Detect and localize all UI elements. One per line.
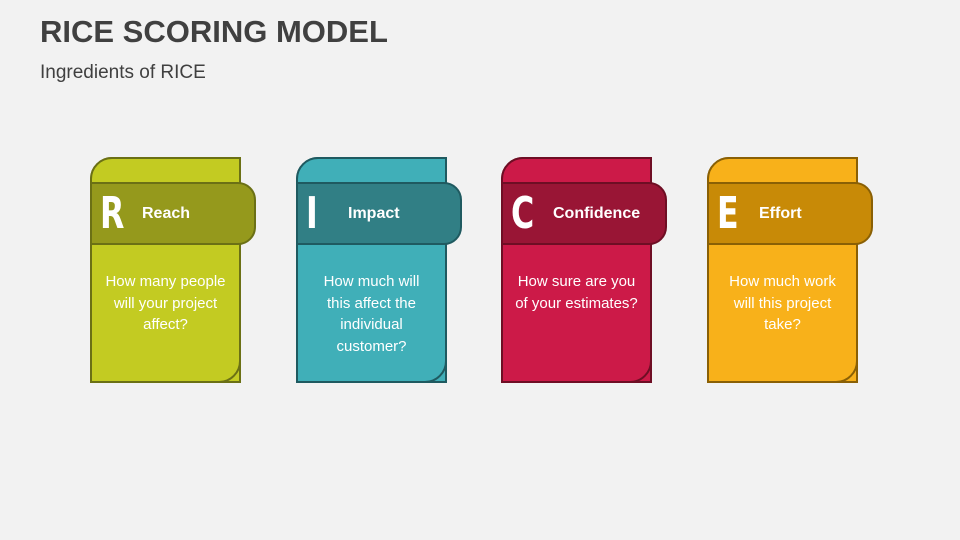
letter-e-icon: E: [717, 187, 739, 239]
letter-r-icon: R: [100, 187, 125, 239]
card-question: How much work will this project take?: [729, 273, 836, 333]
slide-subtitle: Ingredients of RICE: [40, 62, 206, 83]
card-label: Effort: [759, 204, 802, 222]
card-question: How sure are you of your estimates?: [515, 273, 638, 312]
card-reach: R Reach How many people will your projec…: [90, 157, 256, 383]
card-question: How many people will your project affect…: [105, 273, 226, 333]
card-label: Confidence: [553, 204, 641, 222]
card-question: How much will this affect the individual…: [323, 273, 420, 355]
card-impact: I Impact How much will this affect the i…: [296, 157, 462, 383]
card-header: E Effort: [707, 182, 873, 245]
card-confidence: C Confidence How sure are you of your es…: [501, 157, 667, 383]
letter-i-icon: I: [306, 187, 318, 239]
slide-title: RICE SCORING MODEL: [40, 14, 388, 49]
card-header: C Confidence: [501, 182, 667, 245]
card-header: I Impact: [296, 182, 462, 245]
card-header: R Reach: [90, 182, 256, 245]
letter-c-icon: C: [511, 187, 535, 239]
card-label: Reach: [142, 204, 191, 222]
card-effort: E Effort How much work will this project…: [707, 157, 873, 383]
card-label: Impact: [348, 204, 400, 222]
